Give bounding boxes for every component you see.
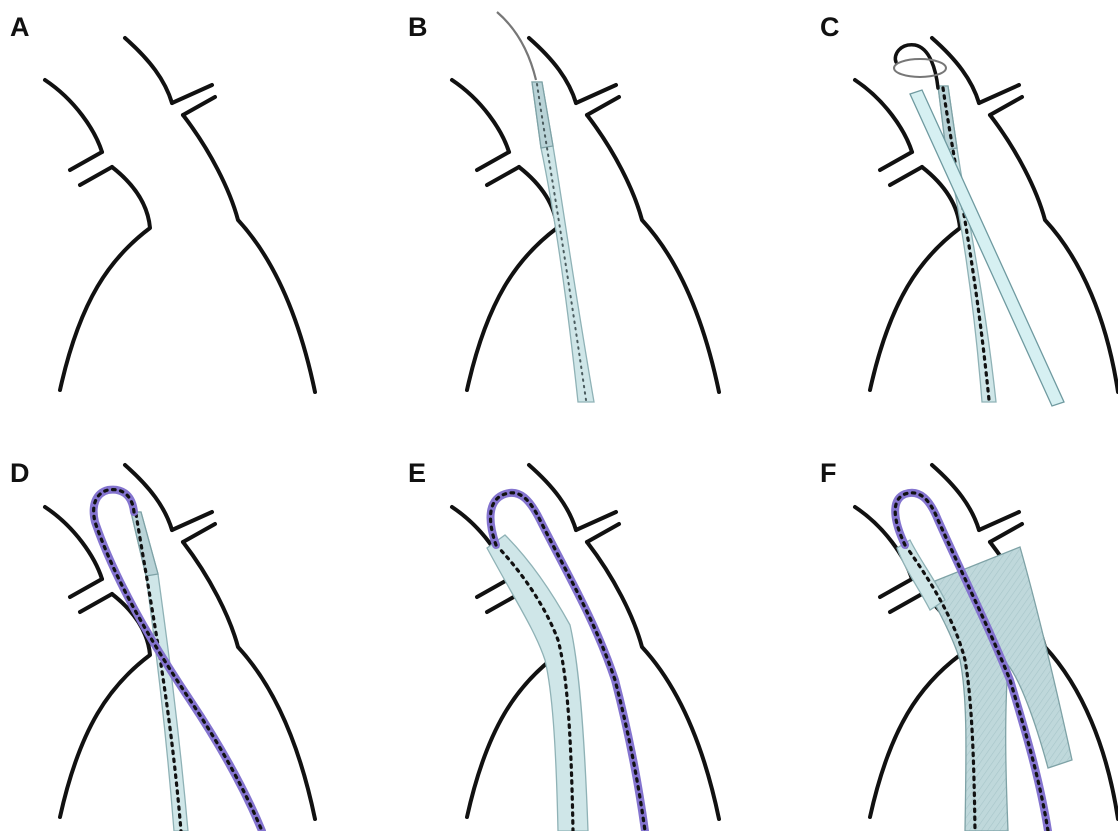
delivery-tip — [532, 82, 553, 148]
panel-c: C — [820, 12, 1118, 406]
panel-f: F — [820, 458, 1118, 831]
wire-loop-black — [895, 45, 938, 88]
panel-a: A — [10, 12, 315, 392]
guidewire — [497, 12, 536, 80]
panel-b: B — [408, 12, 719, 402]
panel-label-d: D — [10, 458, 30, 488]
panel-e: E — [408, 458, 719, 831]
panel-label-e: E — [408, 458, 426, 488]
stent-graft-compressed — [131, 512, 188, 831]
delivery-tip — [131, 512, 158, 576]
panel-d: D — [10, 458, 315, 831]
panel-label-c: C — [820, 12, 840, 42]
stent-graft-main-body — [925, 547, 1072, 831]
stent-graft-branch — [897, 540, 945, 610]
panel-label-f: F — [820, 458, 837, 488]
aortic-arch-outline — [45, 38, 315, 392]
panel-label-b: B — [408, 12, 428, 42]
panel-label-a: A — [10, 12, 30, 42]
aortic-arch-outline — [452, 38, 719, 392]
snare-loop — [894, 59, 946, 77]
